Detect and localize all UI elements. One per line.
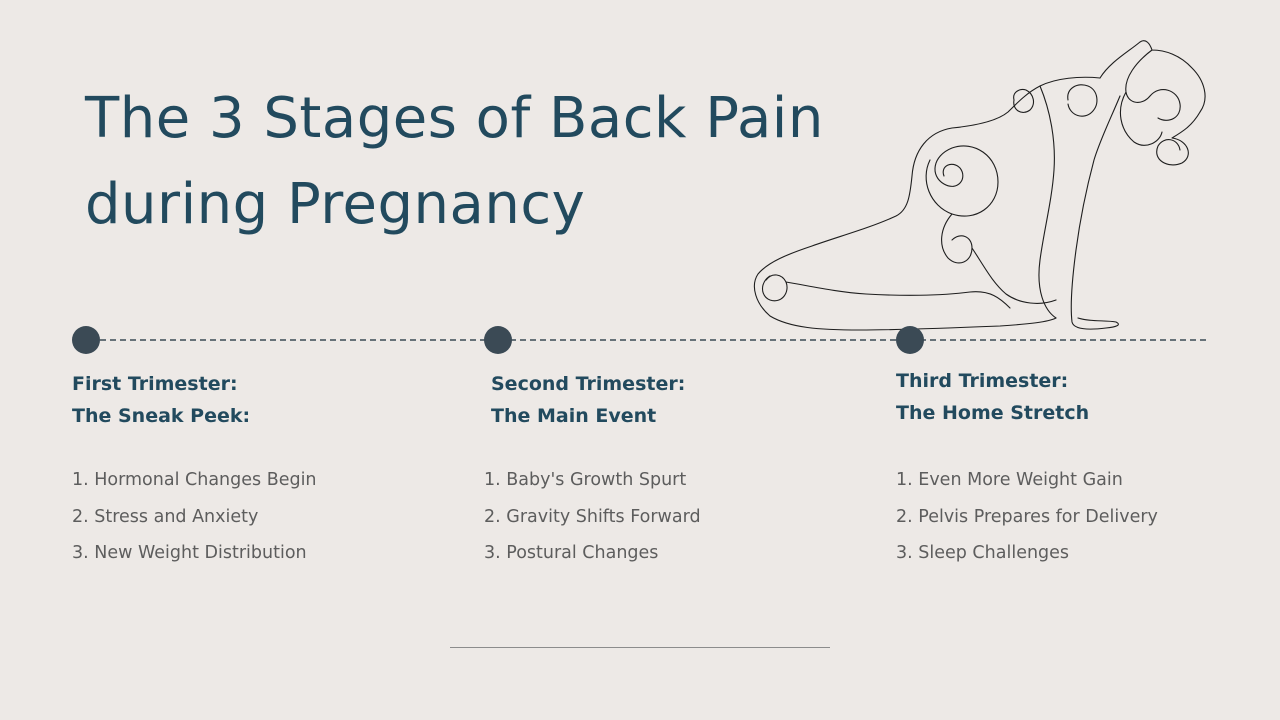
list-item: 3. Postural Changes [484, 543, 659, 563]
list-item: 3. New Weight Distribution [72, 543, 307, 563]
stage-third-trimester: Third Trimester: The Home Stretch 1. Eve… [896, 365, 1236, 572]
stage-heading: Second Trimester: The Main Event [491, 368, 828, 432]
timeline [72, 326, 1210, 354]
timeline-dot-second [484, 326, 512, 354]
thigh-line [941, 213, 1057, 304]
stage-heading-line-1: Third Trimester: [896, 370, 1069, 392]
stage-heading-line-1: Second Trimester: [491, 373, 686, 395]
arm-line [1070, 95, 1121, 330]
hair-line [1099, 40, 1206, 166]
list-item: 1. Even More Weight Gain [896, 470, 1123, 490]
stage-heading-line-2: The Home Stretch [896, 402, 1090, 424]
pregnant-woman-line-art-icon [753, 40, 1206, 331]
page-title: The 3 Stages of Back Pain during Pregnan… [85, 76, 824, 248]
body-line [753, 76, 1101, 331]
shoulder-circle [1067, 84, 1098, 117]
stage-heading-line-2: The Sneak Peek: [72, 405, 251, 427]
stage-first-trimester: First Trimester: The Sneak Peek: 1. Horm… [72, 368, 412, 572]
timeline-dot-third [896, 326, 924, 354]
belly-swirl-line [925, 145, 999, 217]
back-curve-line [1038, 85, 1057, 319]
timeline-dot-first [72, 326, 100, 354]
stage-heading-line-2: The Main Event [491, 405, 657, 427]
page-title-line-1: The 3 Stages of Back Pain [85, 86, 824, 151]
elbow-circle [1013, 88, 1035, 113]
list-item: 2. Pelvis Prepares for Delivery [896, 506, 1158, 527]
list-item: 1. Hormonal Changes Begin [72, 470, 317, 490]
page-title-line-2: during Pregnancy [85, 172, 586, 237]
stage-item-list: 1. Even More Weight Gain 2. Pelvis Prepa… [896, 462, 1236, 572]
stage-item-list: 1. Baby's Growth Spurt 2. Gravity Shifts… [484, 462, 828, 572]
stage-heading-line-1: First Trimester: [72, 373, 238, 395]
list-item: 3. Sleep Challenges [896, 543, 1070, 563]
stage-second-trimester: Second Trimester: The Main Event 1. Baby… [484, 368, 828, 572]
foot-line [761, 274, 1011, 309]
list-item: 2. Gravity Shifts Forward [484, 506, 701, 527]
stage-heading: First Trimester: The Sneak Peek: [72, 368, 412, 432]
bottom-divider [450, 647, 830, 648]
list-item: 2. Stress and Anxiety [72, 506, 259, 527]
list-item: 1. Baby's Growth Spurt [484, 470, 687, 490]
stage-item-list: 1. Hormonal Changes Begin 2. Stress and … [72, 462, 412, 572]
stage-heading: Third Trimester: The Home Stretch [896, 365, 1236, 429]
